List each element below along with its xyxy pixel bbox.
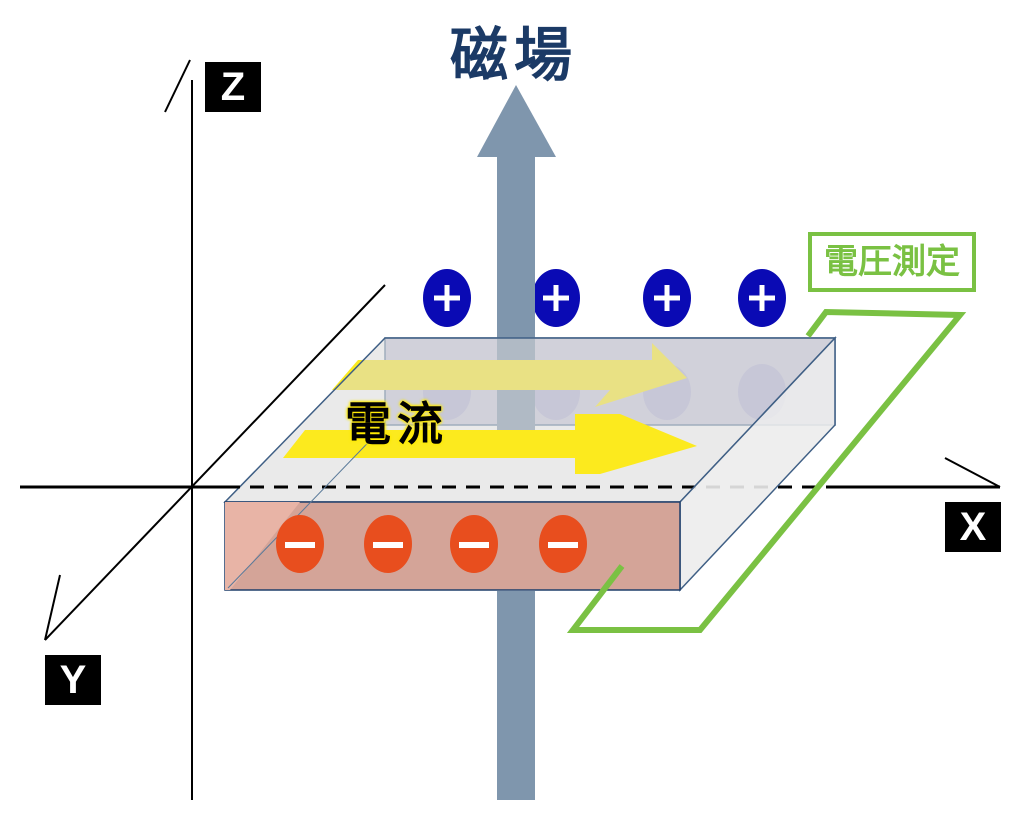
current-arrow-front-head <box>575 414 697 474</box>
x-axis-label: X <box>945 502 1001 552</box>
z-axis-arrow <box>164 59 191 113</box>
field-arrow-head <box>477 85 556 157</box>
y-axis-arrow <box>44 574 61 641</box>
plus-charge-icon <box>423 269 471 327</box>
voltage-measurement-label: 電圧測定 <box>808 232 976 292</box>
plus-charge-icon <box>643 269 691 327</box>
field-arrow-shaft-lower <box>497 591 535 800</box>
slab-hidden-edge <box>227 424 386 589</box>
minus-charge-icon <box>539 515 587 573</box>
y-axis-label: Y <box>45 655 101 705</box>
current-label: 電流 <box>345 397 449 451</box>
x-axis-arrow <box>944 457 1001 488</box>
positive-charges <box>423 269 786 327</box>
y-axis <box>44 284 386 641</box>
slab-front-highlight <box>225 502 300 590</box>
plus-charge-icon <box>532 269 580 327</box>
voltage-probe-wire <box>566 308 967 633</box>
negative-charges <box>276 515 587 573</box>
plus-charge-icon <box>738 269 786 327</box>
current-arrow-front-body <box>283 430 575 458</box>
minus-charge-icon <box>276 515 324 573</box>
minus-charge-icon <box>364 515 412 573</box>
minus-charge-icon <box>450 515 498 573</box>
z-axis-label: Z <box>205 62 261 112</box>
magnetic-field-title: 磁場 <box>450 21 579 89</box>
